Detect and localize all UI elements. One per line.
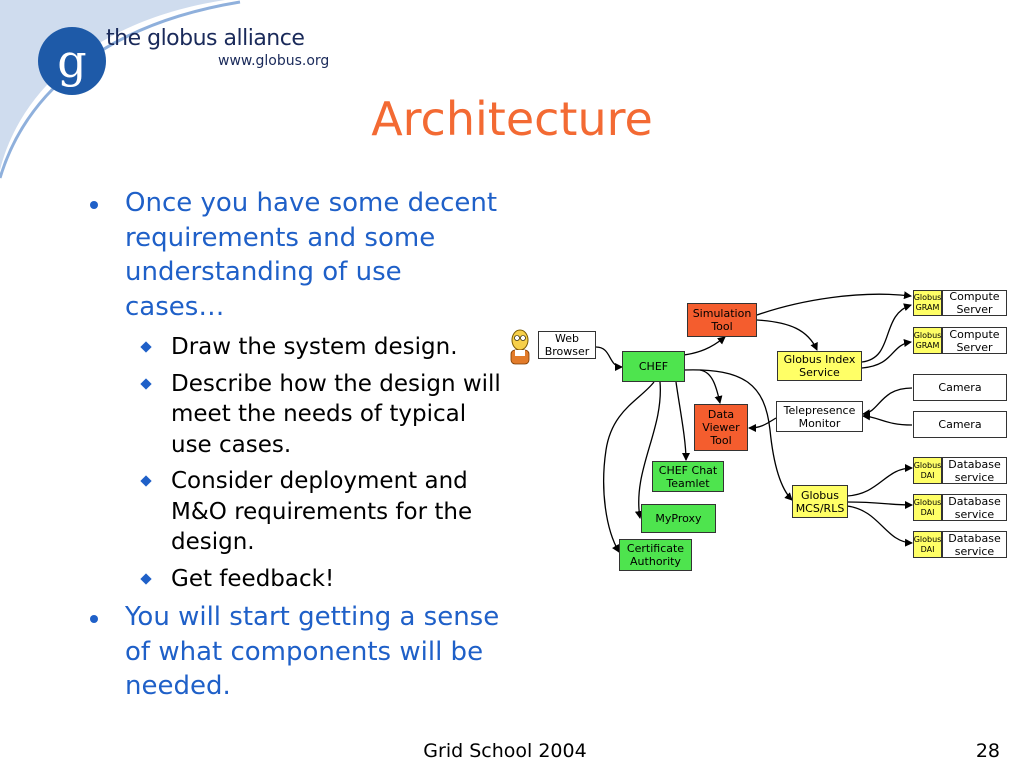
node-simulation-tool: Simulation Tool bbox=[687, 303, 757, 337]
bullet-dot-icon bbox=[90, 615, 98, 623]
node-compute-server-1: Compute Server bbox=[942, 290, 1007, 316]
bullet-item: Once you have some decent requirements a… bbox=[88, 186, 508, 324]
node-camera-1: Camera bbox=[913, 374, 1007, 401]
slide-title: Architecture bbox=[371, 92, 653, 146]
svg-text:g: g bbox=[57, 34, 86, 88]
page-number: 28 bbox=[975, 740, 1000, 762]
sub-bullet-item: Describe how the design will meet the ne… bbox=[88, 369, 508, 461]
globe-icon bbox=[38, 27, 106, 95]
node-telepresence-monitor: Telepresence Monitor bbox=[776, 401, 863, 432]
node-chef-chat-teamlet: CHEF Chat Teamlet bbox=[652, 461, 724, 492]
node-globus-dai-1: Globus DAI bbox=[913, 457, 942, 484]
node-myproxy: MyProxy bbox=[641, 504, 716, 533]
user-icon bbox=[510, 329, 530, 365]
node-globus-gram-2: Globus GRAM bbox=[913, 327, 942, 354]
node-globus-mcs-rls: Globus MCS/RLS bbox=[792, 485, 848, 518]
node-globus-dai-2: Globus DAI bbox=[913, 494, 942, 521]
sub-bullet-item: Consider deployment and M&O requirements… bbox=[88, 466, 508, 558]
logo-url: www.globus.org bbox=[218, 53, 330, 69]
node-data-viewer-tool: Data Viewer Tool bbox=[694, 404, 748, 451]
node-globus-gram-1: Globus GRAM bbox=[913, 290, 942, 316]
logo-name: the globus alliance bbox=[106, 26, 305, 51]
node-compute-server-2: Compute Server bbox=[942, 327, 1007, 354]
node-certificate-authority: Certificate Authority bbox=[619, 539, 692, 571]
footer-event: Grid School 2004 bbox=[423, 740, 587, 762]
node-globus-dai-3: Globus DAI bbox=[913, 531, 942, 558]
node-database-service-3: Database service bbox=[942, 531, 1007, 558]
node-database-service-2: Database service bbox=[942, 494, 1007, 521]
node-camera-2: Camera bbox=[913, 411, 1007, 438]
node-web-browser: Web Browser bbox=[538, 331, 596, 359]
node-database-service-1: Database service bbox=[942, 457, 1007, 484]
bullet-item: You will start getting a sense of what c… bbox=[88, 600, 508, 704]
sub-bullet-item: Get feedback! bbox=[88, 564, 508, 595]
bullet-dot-icon bbox=[90, 201, 98, 209]
node-globus-index-service: Globus Index Service bbox=[777, 351, 862, 381]
node-chef: CHEF bbox=[622, 351, 685, 382]
bullet-list: Once you have some decent requirements a… bbox=[88, 186, 508, 712]
sub-bullet-item: Draw the system design. bbox=[88, 332, 508, 363]
